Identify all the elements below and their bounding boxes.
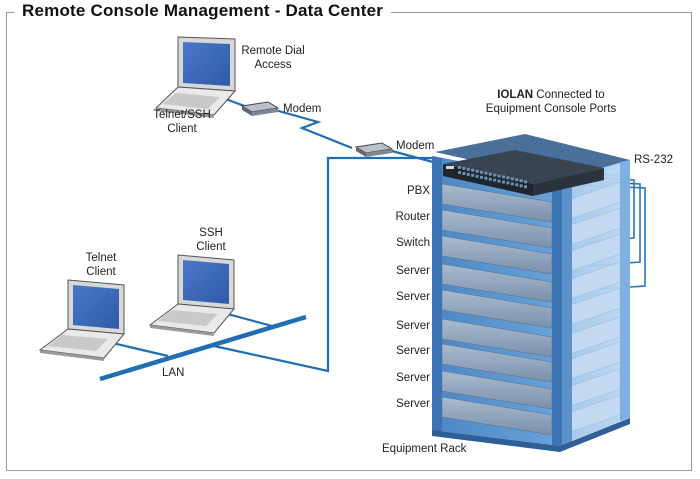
serial-port [475, 169, 479, 173]
serial-port [484, 171, 488, 175]
serial-port [519, 184, 523, 188]
serial-port [471, 173, 475, 177]
diagram-title: Remote Console Management - Data Center [14, 1, 392, 21]
rack-device-label: Server [396, 320, 430, 332]
equipment-rack [432, 134, 630, 452]
laptop-icon [38, 279, 125, 361]
serial-port [466, 172, 470, 176]
equipment-rack-label: Equipment Rack [382, 443, 467, 455]
serial-port [519, 179, 523, 183]
remote-dial-label: Remote Dial Access [241, 45, 305, 71]
serial-port [515, 183, 519, 187]
rack-device-label: Server [396, 345, 430, 357]
serial-port [480, 170, 483, 174]
serial-port [524, 180, 527, 184]
telnet-ssh-client-label: Telnet/SSH Client [153, 109, 211, 135]
serial-port [462, 171, 466, 175]
serial-port [458, 166, 461, 169]
lan-uplink-line [213, 156, 436, 373]
rack-device-label: PBX [406, 185, 430, 197]
rack-device-label: Server [396, 265, 430, 277]
serial-port [462, 166, 466, 170]
phone-line-zigzag [274, 108, 353, 150]
iolan-device-icon [443, 150, 604, 196]
serial-port [484, 176, 488, 180]
serial-port [510, 182, 514, 186]
rack-device-label: Server [396, 291, 430, 303]
ssh-client-label: SSH Client [196, 227, 226, 253]
rack-device-label: Switch [396, 237, 430, 249]
iolan-caption: IOLAN Connected to Equipment Console Por… [485, 89, 617, 115]
serial-port [506, 181, 510, 185]
serial-port [497, 174, 501, 178]
modem-icon [240, 101, 280, 116]
telnet-client-label: Telnet Client [85, 252, 117, 278]
serial-port [502, 175, 505, 179]
rack-device-label: Server [396, 372, 430, 384]
rack-device-label: Server [396, 398, 430, 410]
modem-label-mid: Modem [396, 140, 435, 152]
modem-icon [354, 142, 394, 157]
serial-port [497, 179, 501, 183]
serial-port [458, 171, 461, 174]
serial-port [493, 173, 497, 177]
serial-port [488, 177, 492, 181]
lan-label: LAN [162, 367, 185, 379]
serial-port [471, 168, 475, 172]
serial-port [480, 175, 483, 179]
rack-device-label: Router [395, 211, 430, 223]
serial-port [502, 180, 505, 184]
serial-port [506, 176, 510, 180]
laptop-icon [148, 254, 235, 336]
lan-backbone-line [99, 314, 307, 382]
telnet-client-link [107, 340, 169, 358]
serial-port [466, 167, 470, 171]
serial-port [475, 174, 479, 178]
laptop-icon [154, 36, 237, 118]
serial-port [488, 172, 492, 176]
serial-port [493, 178, 497, 182]
serial-port [510, 177, 514, 181]
modem-label-top: Modem [283, 103, 322, 115]
serial-port [515, 178, 519, 182]
rs232-label: RS-232 [634, 154, 673, 166]
serial-port [524, 185, 527, 189]
